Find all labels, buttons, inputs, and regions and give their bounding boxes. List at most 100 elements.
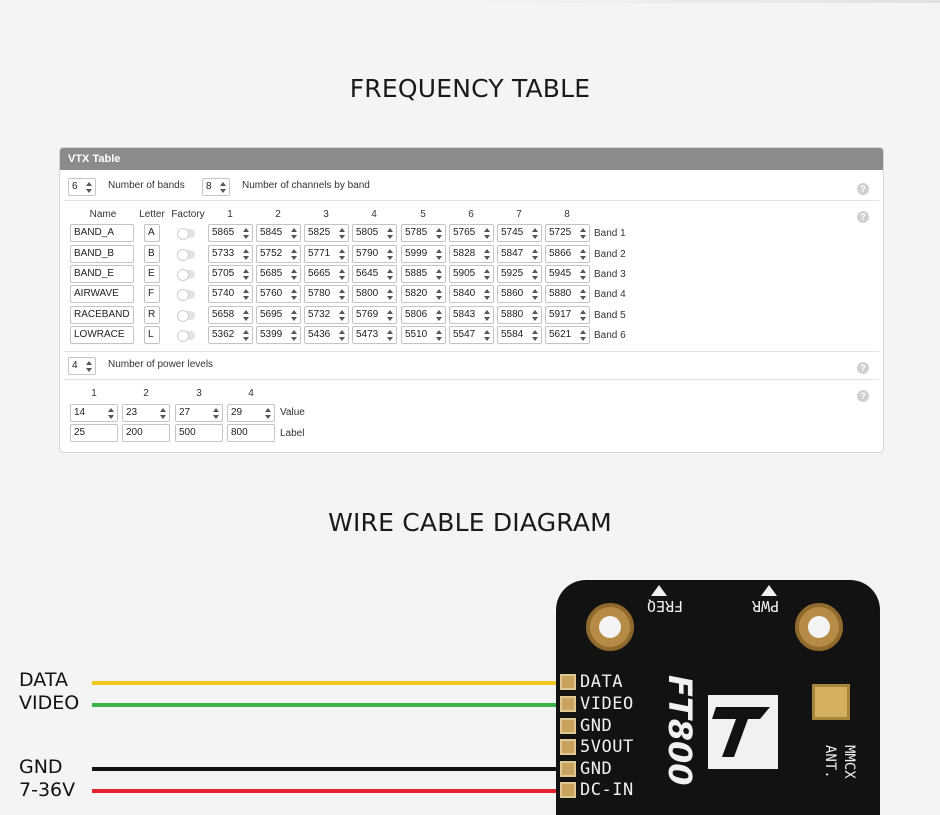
stepper-arrows-icon[interactable] <box>160 406 167 420</box>
frequency-stepper[interactable]: 5733 <box>208 245 253 263</box>
stepper-arrows-icon[interactable] <box>532 308 539 322</box>
number-of-channels-stepper[interactable]: 8 <box>202 178 230 196</box>
stepper-arrows-icon[interactable] <box>436 308 443 322</box>
stepper-arrows-icon[interactable] <box>580 226 587 240</box>
stepper-arrows-icon[interactable] <box>387 308 394 322</box>
stepper-arrows-icon[interactable] <box>265 406 272 420</box>
help-icon[interactable]: ? <box>857 183 869 195</box>
frequency-stepper[interactable]: 5725 <box>545 224 590 242</box>
factory-toggle[interactable] <box>177 310 195 322</box>
frequency-stepper[interactable]: 5800 <box>352 285 397 303</box>
stepper-arrows-icon[interactable] <box>580 267 587 281</box>
frequency-stepper[interactable]: 5760 <box>256 285 301 303</box>
band-name-input[interactable]: RACEBAND <box>70 306 134 324</box>
stepper-arrows-icon[interactable] <box>580 308 587 322</box>
stepper-arrows-icon[interactable] <box>580 287 587 301</box>
frequency-stepper[interactable]: 5866 <box>545 245 590 263</box>
stepper-arrows-icon[interactable] <box>291 247 298 261</box>
frequency-stepper[interactable]: 5769 <box>352 306 397 324</box>
frequency-stepper[interactable]: 5780 <box>304 285 349 303</box>
stepper-arrows-icon[interactable] <box>532 267 539 281</box>
stepper-arrows-icon[interactable] <box>484 226 491 240</box>
stepper-arrows-icon[interactable] <box>484 328 491 342</box>
help-icon[interactable]: ? <box>857 390 869 402</box>
stepper-arrows-icon[interactable] <box>243 226 250 240</box>
power-label-input[interactable]: 500 <box>175 424 223 442</box>
stepper-arrows-icon[interactable] <box>580 328 587 342</box>
frequency-stepper[interactable]: 5473 <box>352 326 397 344</box>
band-letter-input[interactable]: R <box>144 306 160 324</box>
frequency-stepper[interactable]: 5362 <box>208 326 253 344</box>
stepper-arrows-icon[interactable] <box>484 308 491 322</box>
band-name-input[interactable]: LOWRACE <box>70 326 134 344</box>
frequency-stepper[interactable]: 5765 <box>449 224 494 242</box>
frequency-stepper[interactable]: 5805 <box>352 224 397 242</box>
frequency-stepper[interactable]: 5865 <box>208 224 253 242</box>
stepper-arrows-icon[interactable] <box>532 226 539 240</box>
frequency-stepper[interactable]: 5771 <box>304 245 349 263</box>
number-of-bands-stepper[interactable]: 6 <box>68 178 96 196</box>
stepper-arrows-icon[interactable] <box>532 287 539 301</box>
stepper-arrows-icon[interactable] <box>484 267 491 281</box>
frequency-stepper[interactable]: 5999 <box>401 245 446 263</box>
frequency-stepper[interactable]: 5880 <box>497 306 542 324</box>
frequency-stepper[interactable]: 5547 <box>449 326 494 344</box>
frequency-stepper[interactable]: 5925 <box>497 265 542 283</box>
stepper-arrows-icon[interactable] <box>291 226 298 240</box>
frequency-stepper[interactable]: 5840 <box>449 285 494 303</box>
frequency-stepper[interactable]: 5665 <box>304 265 349 283</box>
stepper-arrows-icon[interactable] <box>387 287 394 301</box>
band-letter-input[interactable]: B <box>144 245 160 263</box>
stepper-arrows-icon[interactable] <box>291 308 298 322</box>
frequency-stepper[interactable]: 5510 <box>401 326 446 344</box>
frequency-stepper[interactable]: 5732 <box>304 306 349 324</box>
stepper-arrows-icon[interactable] <box>291 287 298 301</box>
band-letter-input[interactable]: A <box>144 224 160 242</box>
frequency-stepper[interactable]: 5740 <box>208 285 253 303</box>
band-name-input[interactable]: AIRWAVE <box>70 285 134 303</box>
frequency-stepper[interactable]: 5917 <box>545 306 590 324</box>
power-value-stepper[interactable]: 29 <box>227 404 275 422</box>
stepper-arrows-icon[interactable] <box>291 267 298 281</box>
power-value-stepper[interactable]: 14 <box>70 404 118 422</box>
stepper-arrows-icon[interactable] <box>339 308 346 322</box>
frequency-stepper[interactable]: 5399 <box>256 326 301 344</box>
stepper-arrows-icon[interactable] <box>339 226 346 240</box>
frequency-stepper[interactable]: 5820 <box>401 285 446 303</box>
band-name-input[interactable]: BAND_B <box>70 245 134 263</box>
frequency-stepper[interactable]: 5658 <box>208 306 253 324</box>
frequency-stepper[interactable]: 5436 <box>304 326 349 344</box>
stepper-arrows-icon[interactable] <box>339 247 346 261</box>
stepper-arrows-icon[interactable] <box>532 328 539 342</box>
stepper-arrows-icon[interactable] <box>436 328 443 342</box>
stepper-arrows-icon[interactable] <box>387 328 394 342</box>
frequency-stepper[interactable]: 5845 <box>256 224 301 242</box>
frequency-stepper[interactable]: 5880 <box>545 285 590 303</box>
band-letter-input[interactable]: L <box>144 326 160 344</box>
stepper-arrows-icon[interactable] <box>213 406 220 420</box>
frequency-stepper[interactable]: 5825 <box>304 224 349 242</box>
frequency-stepper[interactable]: 5790 <box>352 245 397 263</box>
factory-toggle[interactable] <box>177 228 195 240</box>
frequency-stepper[interactable]: 5685 <box>256 265 301 283</box>
number-of-power-levels-stepper[interactable]: 4 <box>68 357 96 375</box>
power-label-input[interactable]: 25 <box>70 424 118 442</box>
stepper-arrows-icon[interactable] <box>339 267 346 281</box>
power-label-input[interactable]: 800 <box>227 424 275 442</box>
stepper-arrows-icon[interactable] <box>243 328 250 342</box>
stepper-arrows-icon[interactable] <box>484 247 491 261</box>
stepper-arrows-icon[interactable] <box>243 308 250 322</box>
frequency-stepper[interactable]: 5745 <box>497 224 542 242</box>
stepper-arrows-icon[interactable] <box>291 328 298 342</box>
frequency-stepper[interactable]: 5705 <box>208 265 253 283</box>
stepper-arrows-icon[interactable] <box>484 287 491 301</box>
help-icon[interactable]: ? <box>857 211 869 223</box>
frequency-stepper[interactable]: 5945 <box>545 265 590 283</box>
stepper-arrows-icon[interactable] <box>108 406 115 420</box>
help-icon[interactable]: ? <box>857 362 869 374</box>
frequency-stepper[interactable]: 5621 <box>545 326 590 344</box>
stepper-arrows-icon[interactable] <box>436 267 443 281</box>
frequency-stepper[interactable]: 5860 <box>497 285 542 303</box>
frequency-stepper[interactable]: 5885 <box>401 265 446 283</box>
frequency-stepper[interactable]: 5847 <box>497 245 542 263</box>
